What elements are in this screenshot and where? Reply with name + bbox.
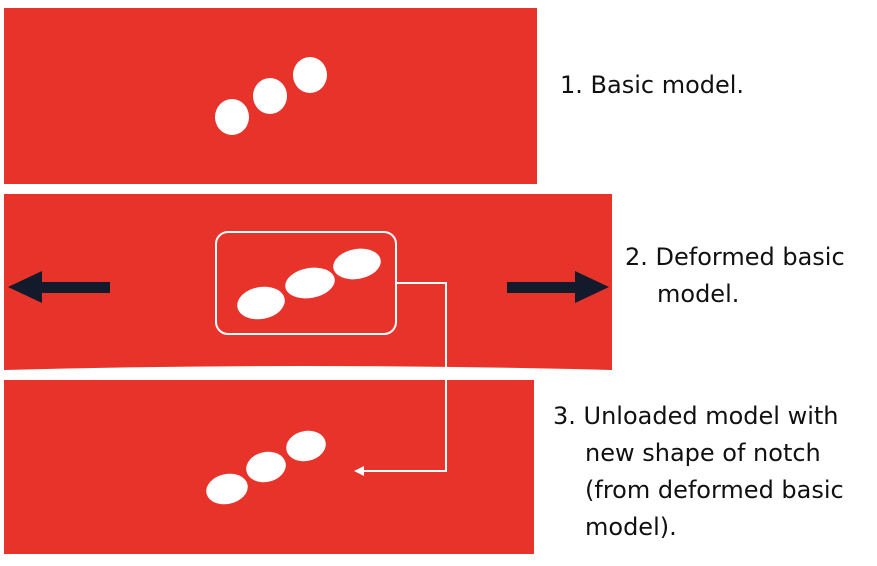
label-unloaded-model-line2: new shape of notch (585, 439, 821, 467)
label-unloaded-model-line3: (from deformed basic (585, 476, 844, 504)
panel-unloaded-model (4, 380, 534, 554)
left-arrow-icon (8, 271, 110, 303)
label-unloaded-model-line4: model). (585, 513, 677, 541)
right-arrow-icon (507, 271, 609, 303)
notch-hole (253, 78, 287, 114)
notch-hole-deformed (237, 286, 285, 320)
notch-hole-new-shape (286, 430, 326, 462)
notch-hole-deformed (285, 267, 335, 299)
label-unloaded-model: 3. Unloaded model with new shape of notc… (553, 398, 844, 546)
panel-basic-model (4, 8, 537, 184)
notch-hole-new-shape (246, 451, 286, 483)
connector-arrow-icon (354, 282, 447, 476)
label-basic-model: 1. Basic model. (560, 67, 744, 104)
label-basic-model-text: 1. Basic model. (560, 71, 745, 99)
notch-hole (215, 99, 249, 135)
notch-hole-new-shape (206, 473, 248, 505)
panel-deformed-model (4, 194, 612, 370)
label-deformed-model-line1: 2. Deformed basic (625, 243, 845, 271)
label-deformed-model-line2: model. (657, 280, 740, 308)
label-deformed-model: 2. Deformed basic model. (625, 239, 845, 313)
label-unloaded-model-line1: 3. Unloaded model with (553, 402, 839, 430)
notch-hole-deformed (333, 248, 381, 280)
notch-hole (293, 57, 327, 93)
